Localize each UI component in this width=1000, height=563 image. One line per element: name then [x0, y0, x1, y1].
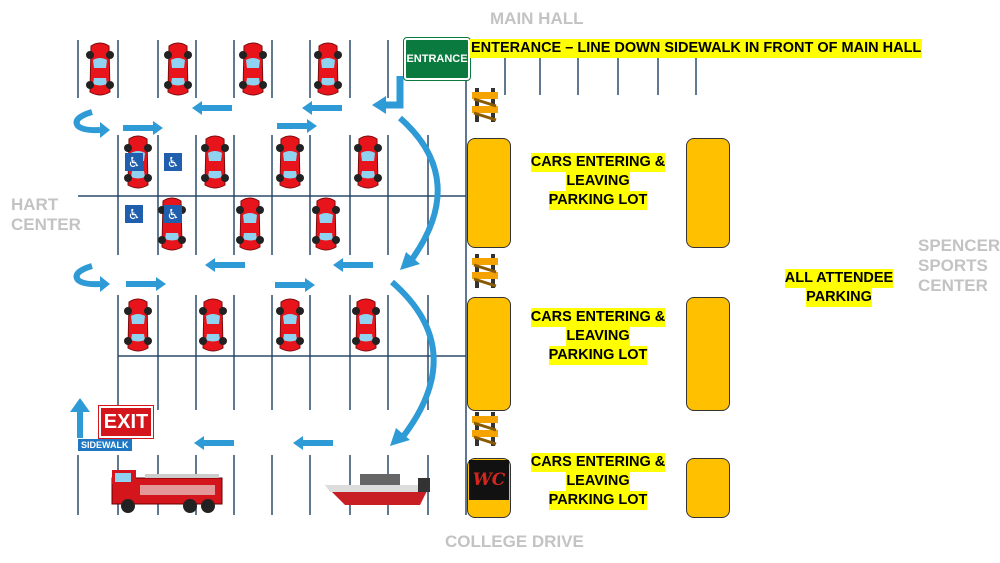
attendee-parking-note: ALL ATTENDEE PARKING: [780, 269, 898, 307]
arrow-icon: [192, 101, 232, 115]
hart-center-label: HART CENTER: [11, 195, 81, 235]
lane-note: CARS ENTERING & LEAVING PARKING LOT: [523, 308, 673, 365]
arrow-icon: [194, 436, 234, 450]
car-icon: [85, 42, 115, 96]
car-icon: [198, 298, 228, 352]
spencer-line1: SPENCER: [918, 236, 1000, 255]
car-icon: [311, 197, 341, 251]
lane-divider: [467, 138, 511, 248]
boat-icon: [325, 474, 430, 505]
lane-note: CARS ENTERING & LEAVING PARKING LOT: [523, 153, 673, 210]
barricade-icon: [470, 86, 500, 124]
lane-note-line1: CARS ENTERING &: [530, 453, 666, 472]
car-icon: [163, 42, 193, 96]
entry-turn-arrow: [385, 76, 404, 109]
attendee-line2: PARKING: [806, 288, 872, 307]
arrow-icon: [302, 101, 342, 115]
spencer-sports-center-label: SPENCER SPORTS CENTER: [918, 236, 1000, 296]
car-icon: [353, 135, 383, 189]
handicap-icon: ♿: [164, 205, 182, 223]
handicap-icon: ♿: [164, 153, 182, 171]
hart-center-line1: HART: [11, 195, 59, 214]
fire-truck-icon: [111, 470, 223, 513]
lane-divider: [686, 138, 730, 248]
car-icon: [351, 298, 381, 352]
lane-note-line2: LEAVING: [566, 472, 630, 491]
exit-sign: EXIT: [98, 405, 154, 439]
car-icon: [200, 135, 230, 189]
car-icon: [275, 135, 305, 189]
lane-note-line1: CARS ENTERING &: [530, 153, 666, 172]
arrow-icon: [277, 119, 317, 133]
u-turn-arrow: [73, 263, 101, 288]
lane-note-line3: PARKING LOT: [548, 346, 648, 365]
lane-note: CARS ENTERING & LEAVING PARKING LOT: [523, 453, 673, 510]
entrance-note: ENTERANCE – LINE DOWN SIDEWALK IN FRONT …: [470, 39, 923, 58]
hart-center-line2: CENTER: [11, 215, 81, 234]
car-icon: [313, 42, 343, 96]
sidewalk-label: SIDEWALK: [78, 439, 132, 451]
college-drive-label: COLLEGE DRIVE: [445, 532, 584, 551]
car-icon: [275, 298, 305, 352]
lane-note-line2: LEAVING: [566, 172, 630, 191]
arrow-icon: [293, 436, 333, 450]
traffic-arrows: [123, 101, 373, 450]
handicap-icon: ♿: [125, 205, 143, 223]
arrow-icon: [126, 277, 166, 291]
entrance-sign: ENTRANCE: [403, 37, 471, 81]
handicap-icon: ♿: [125, 153, 143, 171]
car-icon: [123, 298, 153, 352]
car-icon: [235, 197, 265, 251]
lane-note-line3: PARKING LOT: [548, 191, 648, 210]
barricade-icon: [470, 252, 500, 290]
stall-lines: [77, 40, 697, 515]
college-logo: WC: [469, 460, 509, 500]
arrow-icon: [275, 278, 315, 292]
lane-divider: [686, 458, 730, 518]
spencer-line2: SPORTS: [918, 256, 988, 275]
lane-divider: [686, 297, 730, 411]
main-hall-label: MAIN HALL: [490, 9, 584, 28]
arrow-icon: [333, 258, 373, 272]
lane-note-line2: LEAVING: [566, 327, 630, 346]
arrow-icon: [123, 121, 163, 135]
curve-arrow: [390, 279, 437, 440]
arrow-icon: [205, 258, 245, 272]
attendee-line1: ALL ATTENDEE: [784, 269, 894, 288]
curve-arrow: [398, 115, 441, 264]
spencer-line3: CENTER: [918, 276, 988, 295]
lane-note-line3: PARKING LOT: [548, 491, 648, 510]
u-turn-arrow: [73, 109, 101, 134]
barricade-icon: [470, 410, 500, 448]
lane-note-line1: CARS ENTERING &: [530, 308, 666, 327]
lane-divider: [467, 297, 511, 411]
car-icon: [238, 42, 268, 96]
